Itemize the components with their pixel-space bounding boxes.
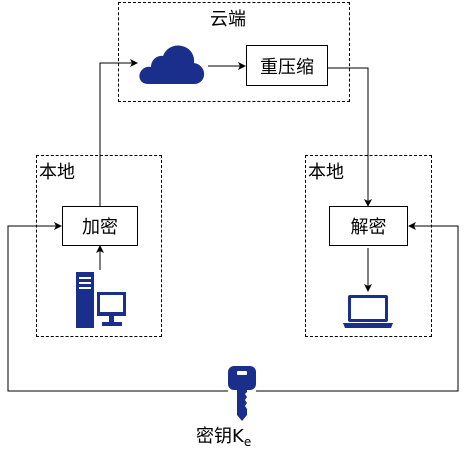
cloud-region-label: 云端 [210,9,246,30]
local-left-region-label: 本地 [39,162,75,183]
local-right-region-label: 本地 [308,162,344,183]
cloud-region [118,2,350,102]
key-label-subscript: e [243,435,252,449]
decrypt-box: 解密 [329,206,408,246]
key-label-text: 密钥K [196,426,244,447]
recompress-box: 重压缩 [246,45,328,86]
cloud-icon [139,45,205,84]
arrow-encrypt-to-cloud [99,59,138,206]
arrow-recompress-to-decrypt [328,67,372,207]
decrypt-label: 解密 [350,217,387,238]
desktop-computer-icon [76,272,126,328]
local-left-region [36,155,162,337]
key-icon [228,366,256,421]
arrow-key-to-decrypt [256,222,459,392]
key-label: 密钥Ke [196,426,251,453]
laptop-icon [343,295,393,328]
recompress-label: 重压缩 [260,56,314,78]
encrypt-label: 加密 [82,217,118,238]
arrow-key-to-encrypt [7,222,228,392]
encrypt-box: 加密 [62,206,138,246]
